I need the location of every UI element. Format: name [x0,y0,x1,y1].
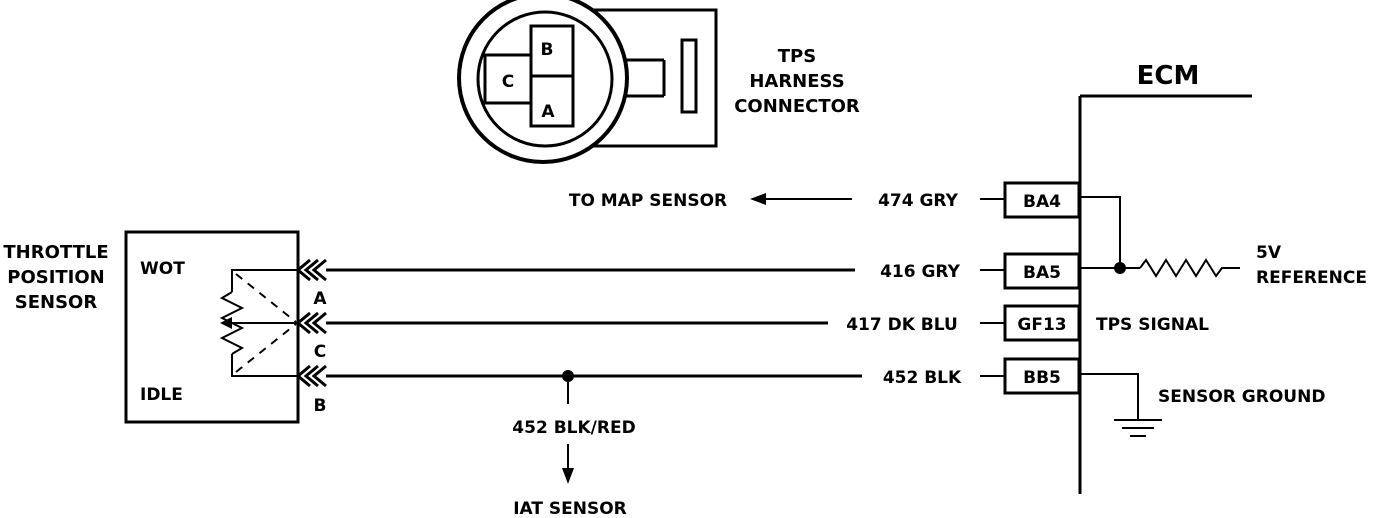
sensor-ground-label: SENSOR GROUND [1158,387,1325,407]
wiper-travel-lower [235,323,297,373]
reference-label-line-1: 5V [1256,243,1282,263]
sensor-housing [124,230,300,424]
connector-label-line-1: TPS [778,46,816,67]
connector-pin-c: C [502,72,514,92]
ecm: ECM BA4 BA5 GF13 BB5 5V REFERENCE TPS SI… [1003,61,1367,494]
pin-a-cavity [529,74,575,128]
terminal-bb5 [1003,357,1081,395]
ba4-jumper [1080,196,1121,268]
terminal-ba4 [1003,181,1081,219]
reference-resistor [1139,258,1240,278]
reference-splice-dot [1114,262,1126,274]
terminal-ba4-label: BA4 [1023,192,1061,212]
sensor-wot-label: WOT [140,259,185,279]
terminal-ba5-label: BA5 [1023,263,1061,283]
terminal-ba5 [1003,252,1081,290]
connector-inner-ring [476,10,614,148]
map-arrow-icon [750,193,766,205]
connector-slot [680,38,698,114]
sensor-pin-b: B [314,396,327,416]
iat-wire-label: 452 BLK/RED [512,418,635,438]
reference-label-line-2: REFERENCE [1256,268,1367,288]
connector-chevron-icon [295,311,327,335]
wiper-arrow-icon [220,317,232,329]
signal-wire-label: 417 DK BLU [846,315,958,335]
terminal-gf13-label: GF13 [1017,315,1066,335]
resistor-top-lead [231,269,298,292]
connector-label-line-2: HARNESS [749,71,844,92]
sensor-pin-a: A [313,289,327,309]
sensor-pin-c: C [314,342,326,362]
resistor-bottom-lead [231,354,298,377]
wires: TO MAP SENSOR 474 GRY 416 GRY 417 DK BLU… [326,191,1005,518]
terminal-gf13 [1003,304,1081,342]
connector-chevron-icon [295,258,327,282]
sensor-title-line-3: SENSOR [15,292,98,313]
sensor-title-line-2: POSITION [7,267,105,288]
ground-lead [1080,373,1139,420]
ground-icon [1114,419,1162,437]
map-wire-label: 474 GRY [878,191,959,211]
connector-label-line-3: CONNECTOR [734,96,860,117]
ground-wire-label: 452 BLK [883,368,962,388]
connector-chevron-icon [295,364,327,388]
iat-arrow-icon [562,468,574,484]
tps-signal-label: TPS SIGNAL [1096,315,1209,335]
sensor-title-line-1: THROTTLE [3,242,108,263]
iat-sensor-label: IAT SENSOR [513,499,627,518]
ecm-title: ECM [1137,61,1200,91]
sensor-idle-label: IDLE [140,385,183,405]
terminal-bb5-label: BB5 [1023,368,1061,388]
connector-pin-a: A [541,102,555,122]
map-sensor-label: TO MAP SENSOR [569,191,727,211]
throttle-position-sensor: THROTTLE POSITION SENSOR WOT IDLE A C B [3,230,327,424]
ref-wire-label: 416 GRY [880,262,961,282]
wiper-travel-upper [235,273,297,323]
tps-harness-connector: B C A TPS HARNESS CONNECTOR [457,0,860,164]
connector-pin-b: B [541,40,554,60]
